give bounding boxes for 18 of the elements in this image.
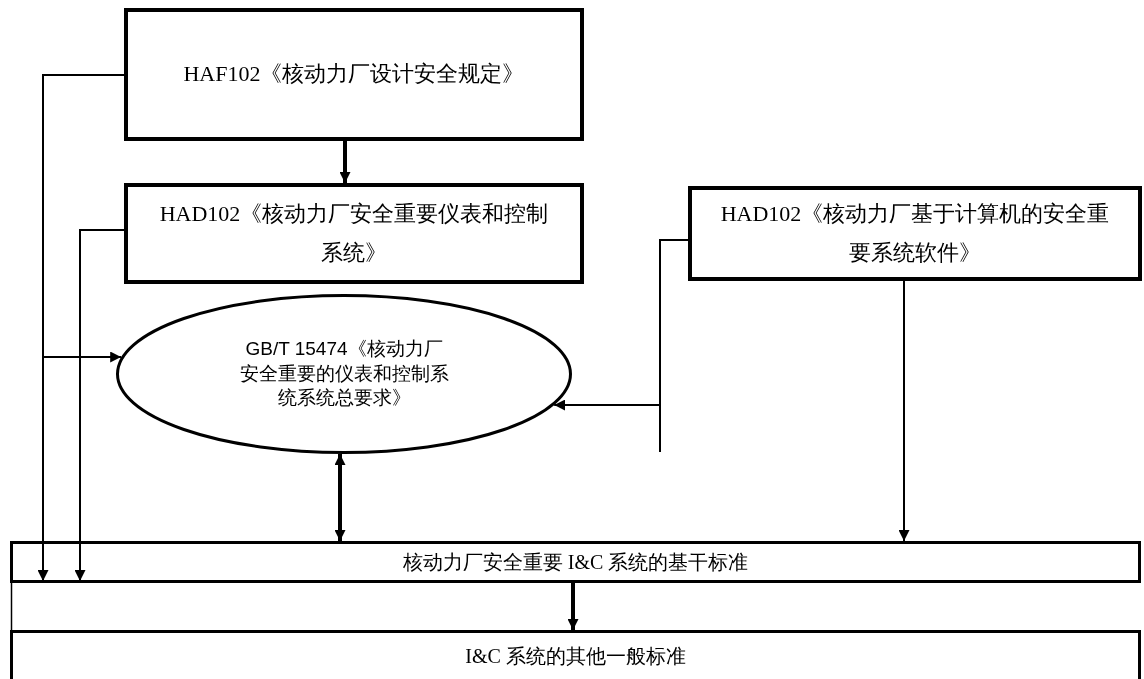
standard-box bbox=[124, 8, 584, 141]
node-text: I&C 系统的其他一般标准 bbox=[465, 643, 686, 669]
arrow bbox=[553, 239, 689, 453]
arrow bbox=[339, 141, 351, 183]
standard-band bbox=[10, 541, 1141, 583]
standard-box bbox=[688, 186, 1142, 281]
node-text: HAD102《核动力厂基于计算机的安全重要系统软件》 bbox=[719, 200, 1111, 267]
standard-ellipse bbox=[116, 294, 572, 454]
arrow bbox=[74, 229, 125, 582]
node-text: GB/T 15474《核动力厂安全重要的仪表和控制系统系统总要求》 bbox=[238, 336, 450, 411]
node-text: HAD102《核动力厂安全重要仪表和控制系统》 bbox=[158, 200, 550, 267]
arrow bbox=[334, 454, 346, 541]
node-text: 核动力厂安全重要 I&C 系统的基干标准 bbox=[402, 549, 749, 575]
arrow bbox=[898, 280, 910, 542]
node-text: HAF102《核动力厂设计安全规定》 bbox=[183, 60, 525, 89]
standard-band bbox=[10, 630, 1141, 679]
arrow bbox=[567, 583, 579, 630]
standard-box bbox=[124, 183, 584, 284]
